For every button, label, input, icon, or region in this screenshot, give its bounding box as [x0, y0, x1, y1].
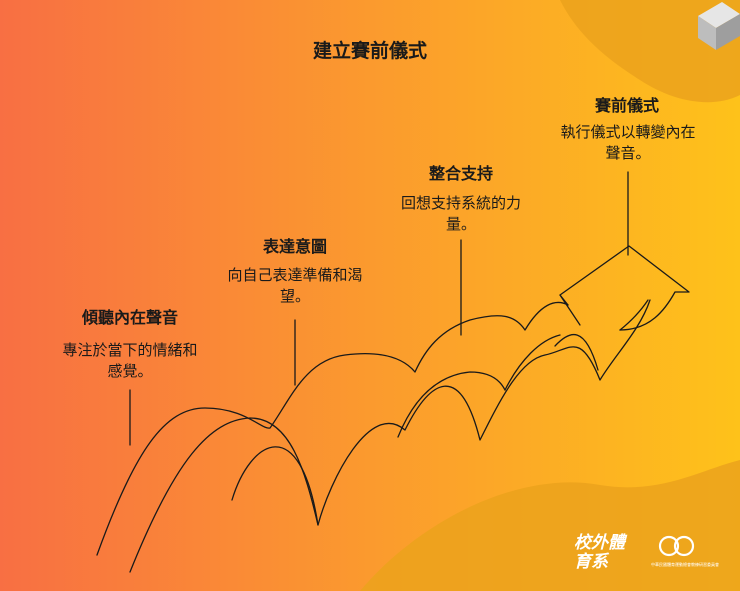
- step-3-desc: 回想支持系統的力量。: [400, 194, 521, 233]
- step-1-title: 傾聽內在聲音: [81, 308, 178, 327]
- bottom-right-blob: [360, 460, 740, 591]
- step-4-desc: 執行儀式以轉變內在聲音。: [560, 123, 696, 162]
- step-2-desc: 向自己表達準備和渴望。: [227, 266, 363, 305]
- org-logo-icon: [658, 535, 695, 557]
- step-2-title: 表達意圖: [262, 237, 327, 256]
- org-subtitle: 中華民國體育運動總會教練研習委員會: [651, 562, 719, 567]
- cube-shape: [698, 2, 740, 50]
- brand-logo: 校外體育系: [574, 533, 625, 572]
- diagram-title: 建立賽前儀式: [312, 40, 427, 62]
- step-1-desc: 專注於當下的情緒和感覺。: [62, 341, 198, 380]
- ribbon-arrow: [96, 171, 690, 573]
- step-3-title: 整合支持: [428, 164, 493, 183]
- top-right-blob: [560, 0, 740, 103]
- step-4-title: 賽前儀式: [594, 96, 659, 115]
- org-logo: 中華民國體育運動總會教練研習委員會: [650, 532, 720, 567]
